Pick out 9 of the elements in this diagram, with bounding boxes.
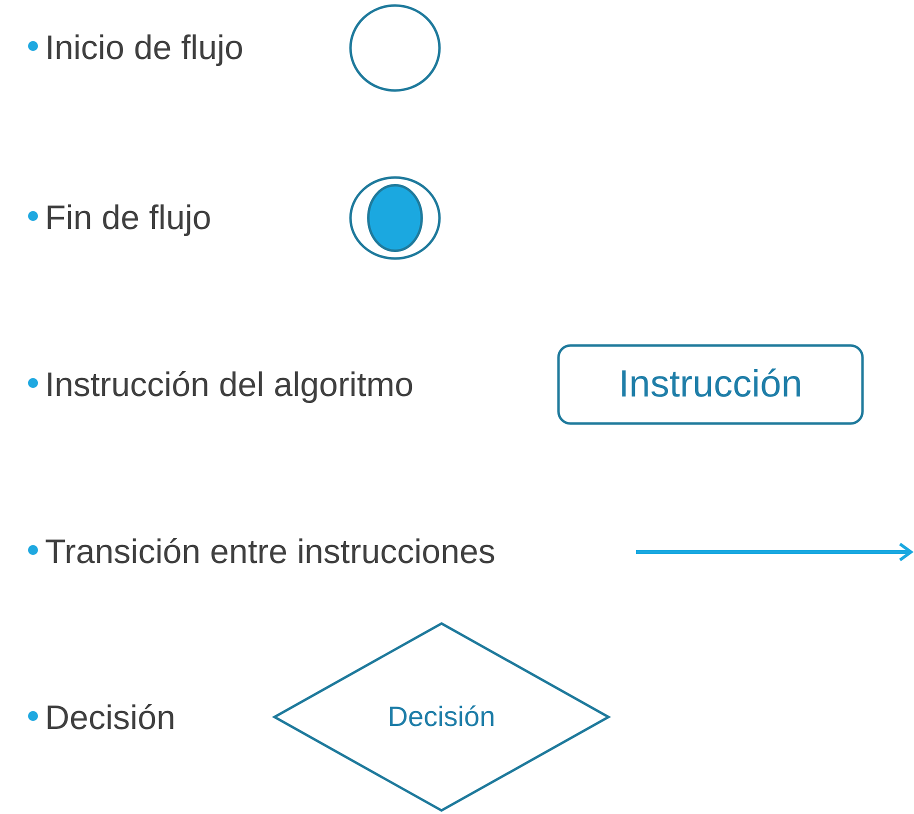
end-double-circle — [349, 176, 441, 260]
bullet-text: Transición entre instrucciones — [45, 532, 496, 572]
decision-diamond: Decisión — [273, 622, 610, 812]
bullet-text: Decisión — [45, 698, 176, 738]
bullet-text: Fin de flujo — [45, 198, 212, 238]
bullet-text: Inicio de flujo — [45, 28, 244, 68]
bullet-text: Instrucción del algoritmo — [45, 365, 414, 405]
instruction-box: Instrucción — [557, 344, 864, 425]
start-circle — [349, 4, 441, 92]
